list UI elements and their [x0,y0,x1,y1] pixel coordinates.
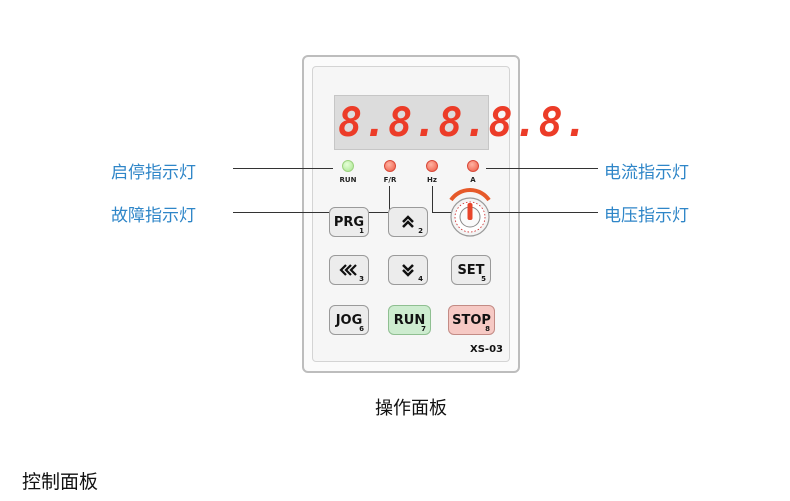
shift-button[interactable]: 3 [329,255,369,285]
model-label: XS-03 [470,344,503,355]
run-led [342,160,354,172]
callout-current-indicator: 电流指示灯 [604,163,689,183]
prg-button-number: 1 [359,227,364,235]
up-button[interactable]: 2 [388,207,428,237]
hz-led-label: Hz [427,176,437,184]
prg-button[interactable]: PRG 1 [329,207,369,237]
jog-button-label: JOG [335,312,363,328]
leader-line-run [233,168,333,169]
prg-button-label: PRG [333,214,365,230]
potentiometer-knob-icon[interactable] [443,186,497,240]
run-button-label: RUN [393,312,426,328]
stop-button-label: STOP [452,312,491,328]
fr-led-label: F/R [383,176,397,184]
chevron-double-up-icon [402,215,414,228]
hz-led [426,160,438,172]
jog-button[interactable]: JOG 6 [329,305,369,335]
a-led-label: A [470,176,476,184]
fr-led [384,160,396,172]
run-button[interactable]: RUN 7 [388,305,431,335]
chevron-triple-left-icon [339,264,357,276]
set-button-label: SET [457,262,485,278]
up-button-number: 2 [418,227,423,235]
set-button-number: 5 [481,275,486,283]
stop-button[interactable]: STOP 8 [448,305,495,335]
display-digits: 8.8.8.8.8. [338,100,589,146]
chevron-double-down-icon [402,264,414,277]
leader-line-fault-v [389,186,390,213]
shift-button-number: 3 [359,275,364,283]
down-button[interactable]: 4 [388,255,428,285]
leader-line-voltage-h [432,212,598,213]
run-button-number: 7 [421,325,426,333]
leader-line-voltage-v [432,186,433,213]
run-led-label: RUN [339,176,357,184]
led-display [334,95,489,150]
figure-caption: 操作面板 [375,398,447,419]
callout-voltage-indicator: 电压指示灯 [604,206,689,226]
set-button[interactable]: SET 5 [451,255,491,285]
jog-button-number: 6 [359,325,364,333]
callout-fault-indicator: 故障指示灯 [111,206,196,226]
section-title: 控制面板 [22,471,99,493]
leader-line-fault-h [233,212,390,213]
a-led [467,160,479,172]
down-button-number: 4 [418,275,423,283]
stop-button-number: 8 [485,325,490,333]
leader-line-current [486,168,598,169]
callout-run-indicator: 启停指示灯 [111,163,196,183]
